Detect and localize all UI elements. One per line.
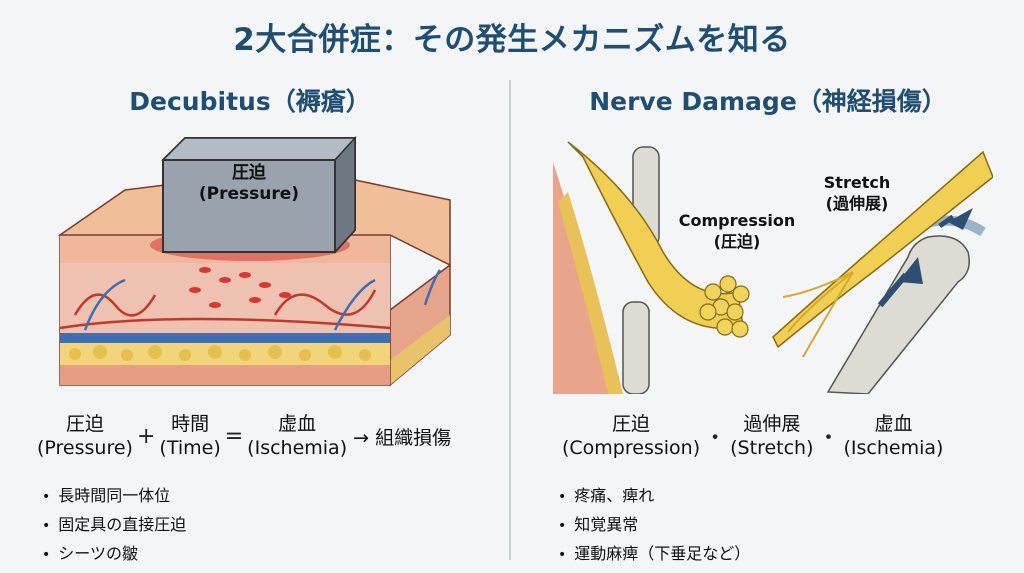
formula-result: → 組織損傷 <box>353 426 452 449</box>
stretch-label: Stretch (過伸展) <box>823 173 891 213</box>
nerve-damage-illustration <box>553 141 993 394</box>
list-item: 長時間同一体位 <box>42 482 186 511</box>
nerve-factors: 圧迫 (Compression) ・ 過伸展 (Stretch) ・ 虚血 (I… <box>562 412 943 460</box>
list-item: シーツの皺 <box>42 540 186 569</box>
separator-dot: ・ <box>817 426 840 451</box>
list-item: 知覚異常 <box>558 511 750 540</box>
compression-label: Compression (圧迫) <box>678 211 796 251</box>
equals-sign: = <box>224 423 244 449</box>
formula-ischemia: 虚血 (Ischemia) <box>247 413 348 459</box>
page-title: 2大合併症：その発生メカニズムを知る <box>233 22 791 58</box>
decubitus-heading: Decubitus（褥瘡） <box>129 87 371 116</box>
section-divider <box>509 80 511 560</box>
plus-sign: + <box>136 423 156 449</box>
list-item: 固定具の直接圧迫 <box>42 511 186 540</box>
separator-dot: ・ <box>704 426 727 451</box>
block-label-jp: 圧迫 <box>232 163 266 183</box>
factor-ischemia: 虚血 (Ischemia) <box>843 413 944 459</box>
formula-time: 時間 (Time) <box>159 413 221 459</box>
formula-pressure: 圧迫 (Pressure) <box>37 413 133 459</box>
block-label-en: (Pressure) <box>198 184 300 204</box>
nerve-symptoms-list: 疼痛、痺れ 知覚異常 運動麻痺（下垂足など） <box>558 482 750 569</box>
block-label: 圧迫 (Pressure) <box>163 163 335 205</box>
decubitus-causes-list: 長時間同一体位 固定具の直接圧迫 シーツの皺 <box>42 482 186 569</box>
list-item: 疼痛、痺れ <box>558 482 750 511</box>
decubitus-formula: 圧迫 (Pressure) + 時間 (Time) = 虚血 (Ischemia… <box>37 412 451 460</box>
skin-layers-illustration <box>57 136 451 387</box>
factor-compression: 圧迫 (Compression) <box>562 413 701 459</box>
list-item: 運動麻痺（下垂足など） <box>558 540 750 569</box>
factor-stretch: 過伸展 (Stretch) <box>730 413 814 459</box>
nerve-damage-heading: Nerve Damage（神経損傷） <box>589 87 947 116</box>
